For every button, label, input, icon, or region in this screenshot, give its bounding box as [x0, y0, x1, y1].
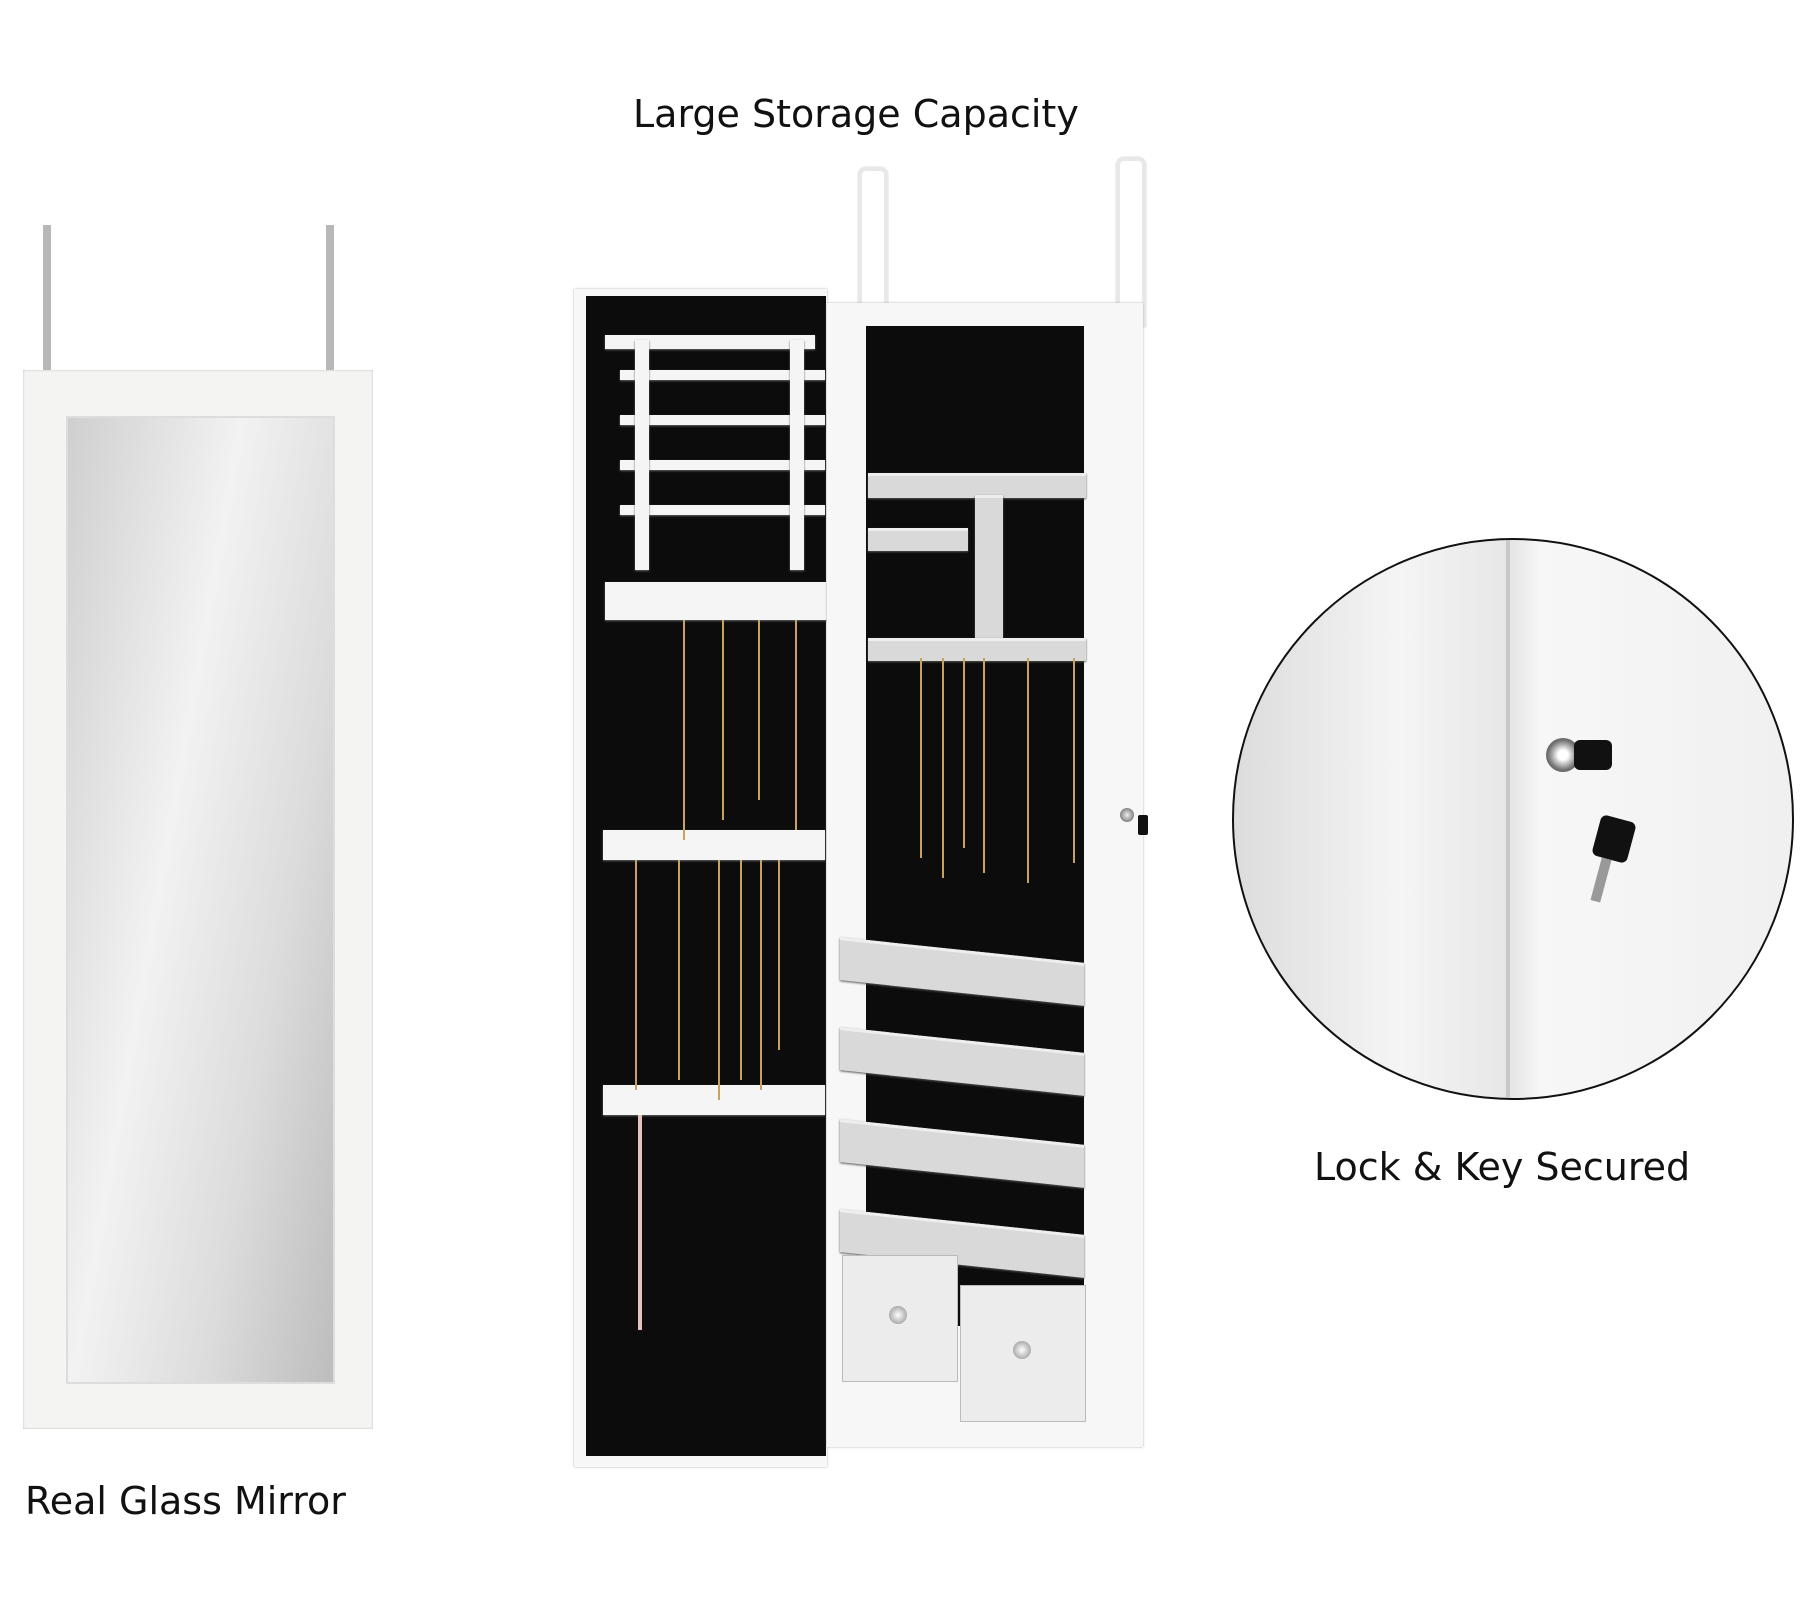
earring-rack-rail	[620, 415, 825, 425]
caption-large-storage-capacity: Large Storage Capacity	[633, 92, 1079, 136]
drawer-knob	[1013, 1341, 1031, 1359]
bracelet-bar	[603, 1085, 825, 1115]
hook-bar	[868, 528, 968, 551]
necklace	[678, 860, 680, 1080]
earring-rack	[605, 335, 815, 349]
earring-rack-post	[790, 340, 804, 570]
necklace	[1027, 658, 1029, 883]
earring-rack-post	[635, 340, 649, 570]
drawer-left[interactable]	[842, 1255, 958, 1382]
necklace	[740, 860, 742, 1080]
cabinet-hook-right	[1116, 157, 1146, 327]
lock-detail-closeup	[1232, 538, 1794, 1100]
earring-rack-rail	[620, 505, 825, 515]
drawer-knob	[889, 1306, 907, 1324]
necklace-bar-middle	[603, 830, 825, 860]
key-icon	[1591, 814, 1637, 864]
caption-lock-and-key-secured: Lock & Key Secured	[1314, 1145, 1691, 1189]
necklace	[983, 658, 985, 873]
earring-rack-rail	[620, 460, 825, 470]
necklace	[718, 860, 720, 1100]
lock-icon	[1120, 808, 1134, 822]
door-hook-left	[43, 225, 51, 373]
necklace-bar-top	[605, 582, 827, 620]
necklace	[635, 860, 637, 1090]
door-lining	[586, 296, 826, 1456]
pearl-necklace	[638, 1115, 642, 1330]
necklace	[722, 620, 724, 820]
necklace	[760, 860, 762, 1090]
mirror-glass	[66, 416, 335, 1384]
necklace	[1073, 658, 1075, 863]
earring-rack-rail	[620, 370, 825, 380]
key-blade	[1590, 857, 1612, 903]
caption-real-glass-mirror: Real Glass Mirror	[25, 1479, 346, 1523]
hook-bar	[868, 638, 1086, 661]
key-icon	[1138, 815, 1148, 835]
ring-shelf	[868, 473, 1086, 498]
center-divider	[975, 495, 1003, 638]
drawer-right[interactable]	[960, 1285, 1086, 1422]
door-hook-right	[326, 225, 334, 373]
cabinet-edge	[1506, 540, 1510, 1098]
necklace	[683, 620, 685, 840]
necklace	[942, 658, 944, 878]
necklace	[758, 620, 760, 800]
necklace	[778, 860, 780, 1050]
necklace	[795, 620, 797, 830]
necklace	[920, 658, 922, 858]
necklace	[963, 658, 965, 848]
key-icon	[1574, 740, 1612, 770]
cabinet-hook-left	[858, 167, 888, 327]
